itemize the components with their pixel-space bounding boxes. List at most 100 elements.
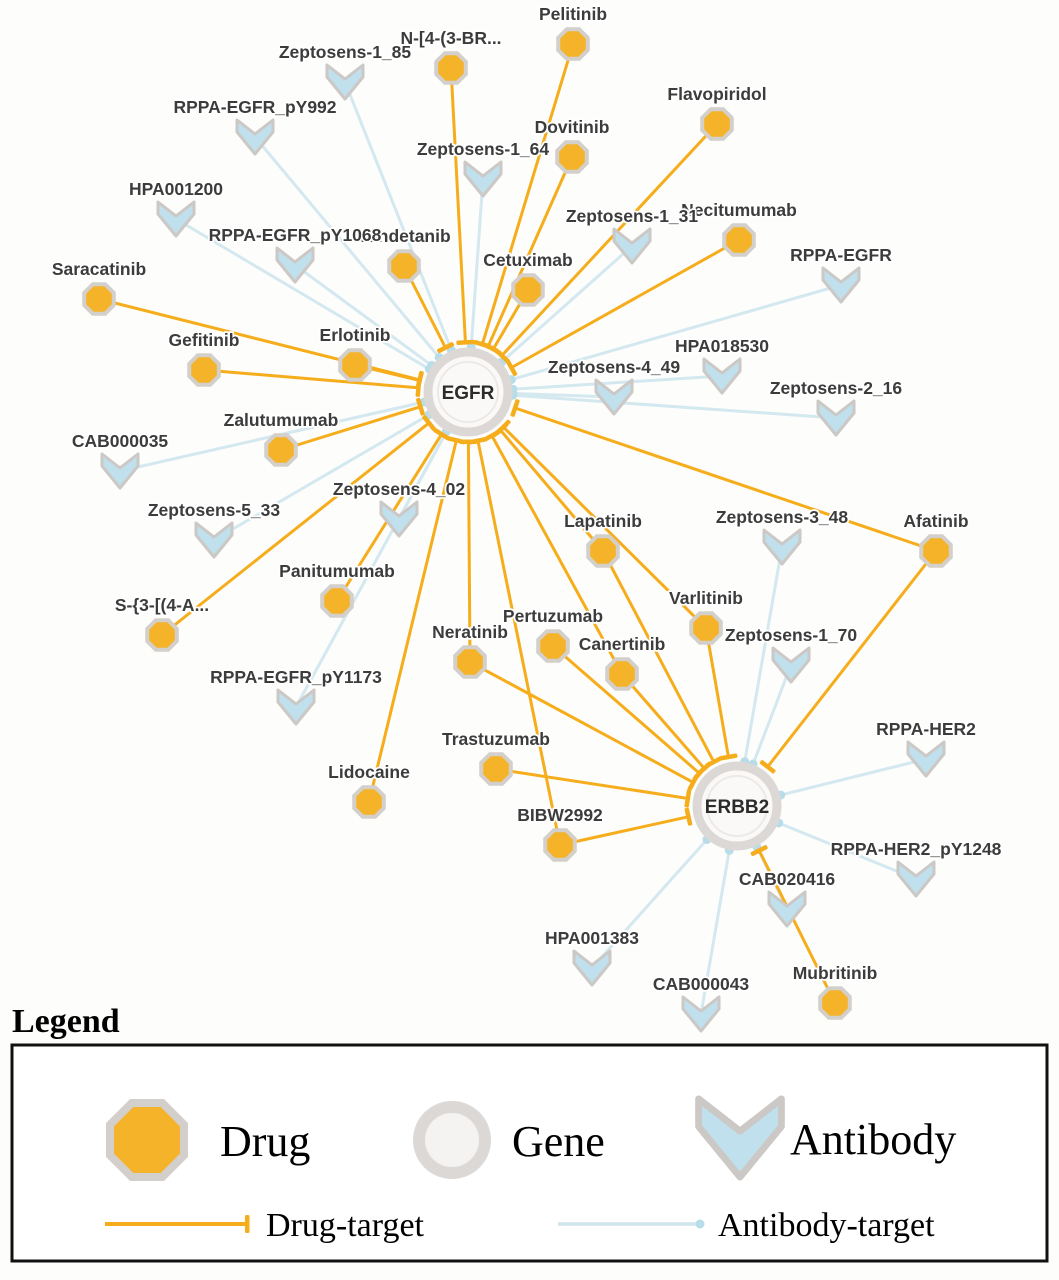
drug-node-gefitinib[interactable] <box>187 353 221 387</box>
antibody-node-rppa_her2[interactable] <box>906 740 946 778</box>
antibody-node-rppa_egfr[interactable] <box>821 266 861 304</box>
drug-node-varlitinib[interactable] <box>689 611 723 645</box>
antibody-chevron-icon <box>681 995 721 1033</box>
antibody-node-cab000035[interactable] <box>100 452 140 490</box>
node-label-zalutumumab: Zalutumumab <box>224 410 339 430</box>
node-label-pertuzumab: Pertuzumab <box>503 606 603 626</box>
drug-octagon-icon <box>187 353 221 387</box>
drug-target-edge <box>494 122 719 363</box>
gene-inner-ring <box>437 361 499 423</box>
drug-node-dovitinib[interactable] <box>555 140 589 174</box>
drug-node-necitumumab[interactable] <box>722 223 756 257</box>
antibody-chevron-icon <box>594 378 634 416</box>
gene-circle-icon <box>423 347 513 437</box>
drug-target-edge <box>483 429 624 675</box>
node-label-neratinib: Neratinib <box>432 622 508 642</box>
antibody-node-zep5_33[interactable] <box>194 521 234 559</box>
node-label-cab000035: CAB000035 <box>72 431 169 451</box>
drug-node-afatinib[interactable] <box>919 534 953 568</box>
gene-legend-icon <box>413 1101 491 1179</box>
legend-title: Legend <box>12 1003 120 1040</box>
gene-node-egfr[interactable] <box>423 347 513 437</box>
drug-node-mubritinib[interactable] <box>818 986 852 1020</box>
antibody-chevron-icon <box>896 860 936 898</box>
drug-node-lapatinib[interactable] <box>586 534 620 568</box>
drug-node-cetuximab[interactable] <box>511 273 545 307</box>
drug-node-n4_3br[interactable] <box>434 51 468 85</box>
antibody-node-rppa_her2_py1248[interactable] <box>896 860 936 898</box>
antibody-node-hpa001200[interactable] <box>156 200 196 238</box>
antibody-node-rppa_egfr_py1173[interactable] <box>276 688 316 726</box>
drug-node-lidocaine[interactable] <box>352 785 386 819</box>
drug-node-pertuzumab[interactable] <box>536 629 570 663</box>
antibody-node-zep1_64[interactable] <box>463 160 503 198</box>
node-label-s3_4a: S-{3-[(4-A... <box>115 595 209 615</box>
node-label-rppa_egfr: RPPA-EGFR <box>790 245 892 265</box>
antibody-chevron-icon <box>325 63 365 101</box>
antibody-node-rppa_egfr_py992[interactable] <box>235 118 275 156</box>
node-label-zep4_02: Zeptosens-4_02 <box>333 479 466 499</box>
antibody-node-cab000043[interactable] <box>681 995 721 1033</box>
drug-octagon-icon <box>264 433 298 467</box>
node-label-rppa_egfr_py1068: RPPA-EGFR_pY1068 <box>209 225 382 245</box>
drug-target-edge <box>510 399 937 553</box>
antibody-target-edge <box>253 136 444 362</box>
antibody-node-zep2_16[interactable] <box>816 399 856 437</box>
drug-octagon-icon <box>320 584 354 618</box>
drug-node-saracatinib[interactable] <box>82 282 116 316</box>
antibody-node-hpa001383[interactable] <box>572 949 612 987</box>
drug-octagon-icon <box>722 223 756 257</box>
gene-node-erbb2[interactable] <box>692 761 782 851</box>
node-label-gefitinib: Gefitinib <box>169 330 240 350</box>
antibody-target-edge <box>508 389 615 399</box>
drug-octagon-icon <box>434 51 468 85</box>
node-label-zep5_33: Zeptosens-5_33 <box>148 500 281 520</box>
antibody-target-edge <box>748 664 793 769</box>
gene-circle-icon <box>692 761 782 851</box>
antibody-node-cab020416[interactable] <box>767 890 807 928</box>
drug-node-vandetanib[interactable] <box>387 249 421 283</box>
drug-node-trastuzumab[interactable] <box>479 752 513 786</box>
antibody-chevron-icon <box>572 949 612 987</box>
antibody-node-hpa018530[interactable] <box>702 357 742 395</box>
drug-node-zalutumumab[interactable] <box>264 433 298 467</box>
node-label-vandetanib: Vandetanib <box>357 226 450 246</box>
node-label-cab000043: CAB000043 <box>653 974 750 994</box>
antibody-node-zep1_70[interactable] <box>771 646 811 684</box>
node-label-rppa_egfr_py992: RPPA-EGFR_pY992 <box>173 97 336 117</box>
label-layer: EGFRERBB2PelitinibN-[4-(3-BR...Flavopiri… <box>50 2 1003 996</box>
node-label-zep2_16: Zeptosens-2_16 <box>770 378 903 398</box>
antibody-target-edge <box>294 263 437 370</box>
drug-octagon-icon <box>543 828 577 862</box>
drug-node-s3_4a[interactable] <box>145 618 179 652</box>
node-label-erbb2: ERBB2 <box>705 797 769 818</box>
drug-node-neratinib[interactable] <box>453 645 487 679</box>
drug-octagon-icon <box>82 282 116 316</box>
antibody-node-zep4_02[interactable] <box>379 500 419 538</box>
drug-node-panitumumab[interactable] <box>320 584 354 618</box>
antibody-chevron-icon <box>463 160 503 198</box>
drug-legend-label: Drug <box>220 1117 310 1166</box>
drug-node-bibw2992[interactable] <box>543 828 577 862</box>
antibody-target-edge <box>343 81 456 355</box>
drug-node-pelitinib[interactable] <box>556 27 590 61</box>
antibody-node-zep3_48[interactable] <box>762 528 802 566</box>
drug-node-erlotinib[interactable] <box>338 348 372 382</box>
drug-octagon-icon <box>555 140 589 174</box>
antibody-node-zep1_85[interactable] <box>325 63 365 101</box>
antibody-target-edge <box>508 390 837 420</box>
antibody-node-rppa_egfr_py1068[interactable] <box>275 246 315 284</box>
antibody-legend-icon <box>695 1095 785 1181</box>
antibody-node-zep1_31[interactable] <box>612 227 652 265</box>
drug-octagon-icon <box>145 618 179 652</box>
drug-target-edge <box>469 660 699 791</box>
drug-target-edge <box>552 644 707 782</box>
node-label-rppa_her2: RPPA-HER2 <box>876 719 976 739</box>
node-label-hpa001383: HPA001383 <box>545 928 639 948</box>
antibody-chevron-icon <box>194 521 234 559</box>
antibody-chevron-icon <box>156 200 196 238</box>
drug-node-canertinib[interactable] <box>605 657 639 691</box>
drug-node-flavopiridol[interactable] <box>700 107 734 141</box>
antibody-node-zep4_49[interactable] <box>594 378 634 416</box>
node-layer <box>82 27 953 1033</box>
